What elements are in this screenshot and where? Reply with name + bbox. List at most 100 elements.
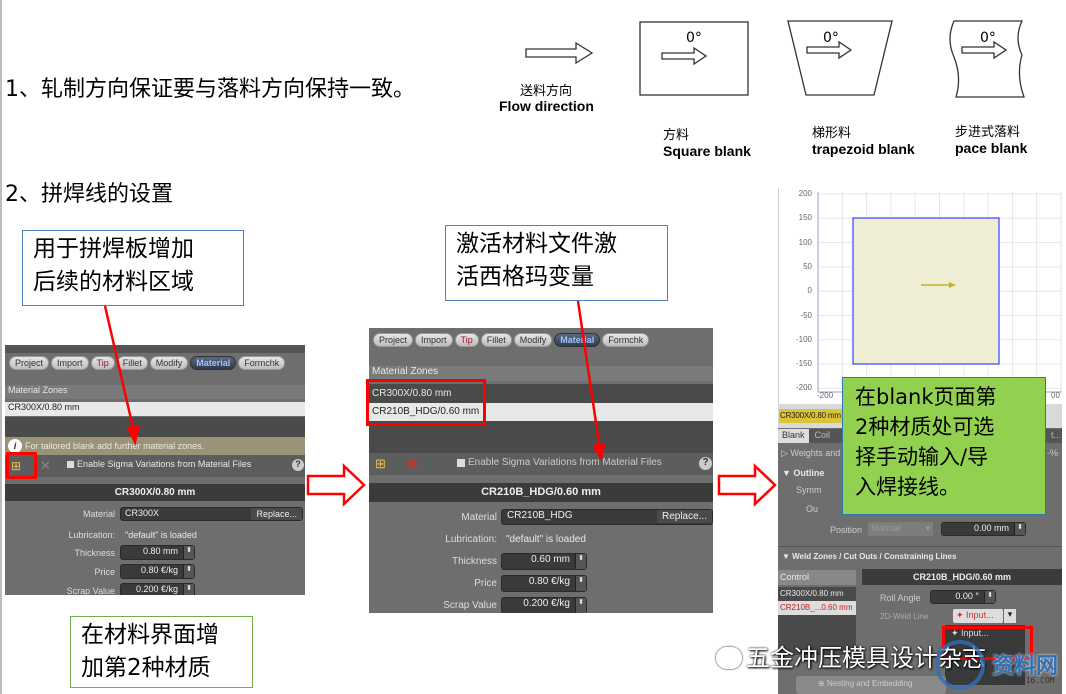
zone-item-selected[interactable]: CR210B_HDG/0.60 mm bbox=[369, 403, 713, 421]
weld-line-select[interactable]: ✦ Input... bbox=[953, 609, 1003, 623]
replace-button[interactable]: Replace... bbox=[656, 510, 712, 523]
spinner-icon[interactable]: ⬍ bbox=[183, 565, 194, 578]
price-field[interactable]: 0.80 €/kg⬍ bbox=[120, 564, 195, 579]
delete-zone-icon[interactable]: ✕ bbox=[40, 458, 51, 473]
nesting-button[interactable]: ⊕ Nesting and Embedding bbox=[796, 676, 946, 694]
scrap-label: Scrap Value bbox=[443, 600, 497, 611]
spinner-icon[interactable]: ⬍ bbox=[575, 554, 586, 569]
position-field[interactable]: 0.00 mm⬍ bbox=[941, 522, 1026, 536]
lubrication-label: Lubrication: bbox=[68, 530, 115, 540]
control-header: Control bbox=[778, 570, 856, 585]
spinner-icon[interactable]: ⬍ bbox=[575, 576, 586, 591]
tab-tip[interactable]: Tip bbox=[90, 356, 115, 370]
thickness-field[interactable]: 0.80 mm⬍ bbox=[120, 545, 195, 560]
zone-header: CR300X/0.80 mm bbox=[5, 484, 305, 501]
ou-label: Ou bbox=[806, 504, 819, 514]
spinner-icon[interactable]: ⬍ bbox=[575, 598, 586, 613]
spinner-icon[interactable]: ⬍ bbox=[183, 584, 194, 595]
trap-cn: 梯形料 bbox=[812, 126, 852, 141]
thickness-field[interactable]: 0.60 mm⬍ bbox=[501, 553, 587, 570]
material-field[interactable]: CR300X Replace... bbox=[120, 507, 303, 521]
callout-line: 活西格玛变量 bbox=[456, 264, 594, 290]
callout-line: 激活材料文件激 bbox=[456, 231, 617, 257]
y-tick: 0 bbox=[807, 286, 812, 296]
y-tick: -100 bbox=[795, 334, 812, 344]
tab-tip[interactable]: Tip bbox=[454, 333, 479, 347]
spinner-icon[interactable]: ⬍ bbox=[183, 546, 194, 559]
dropdown-icon[interactable]: ▾ bbox=[1004, 609, 1016, 623]
y-tick: -200 bbox=[795, 383, 812, 393]
tab-project[interactable]: Project bbox=[9, 356, 50, 370]
add-zone-icon[interactable]: ⊞ bbox=[375, 456, 386, 471]
y-tick: 100 bbox=[798, 237, 812, 247]
scrap-field[interactable]: 0.200 €/kg⬍ bbox=[501, 597, 587, 613]
material-panel-1: Project Import Tip Fillet Modify Materia… bbox=[5, 345, 305, 595]
square-blank-shape bbox=[639, 21, 749, 96]
trap-en: trapezoid blank bbox=[812, 141, 915, 157]
replace-button[interactable]: Replace... bbox=[251, 508, 302, 520]
spinner-icon[interactable]: ⬍ bbox=[1014, 523, 1025, 535]
tab-formchk[interactable]: Formchk bbox=[602, 333, 650, 347]
weights-section[interactable]: ▷ Weights and bbox=[781, 448, 841, 458]
highlight-zones bbox=[366, 379, 486, 426]
sigma-checkbox[interactable] bbox=[457, 459, 465, 467]
delete-zone-icon[interactable]: ✕ bbox=[406, 456, 419, 473]
tab-modify[interactable]: Modify bbox=[513, 333, 553, 347]
blank-plot bbox=[817, 192, 1062, 393]
scrap-value: 0.200 €/kg bbox=[135, 584, 178, 594]
tab-material[interactable]: Material bbox=[190, 356, 237, 370]
material-value: CR300X bbox=[125, 508, 160, 518]
trapezoid-arrow-icon bbox=[806, 40, 853, 60]
pace-en: pace blank bbox=[955, 140, 1028, 156]
tab-project[interactable]: Project bbox=[373, 333, 414, 347]
tab-modify[interactable]: Modify bbox=[149, 356, 189, 370]
weld-list-item-selected[interactable]: CR210B_...0.60 mm bbox=[778, 601, 856, 615]
zone-toolbar: ⊞ ✕ Enable Sigma Variations from Materia… bbox=[369, 453, 713, 475]
watermark-url: ZL.XS1616.COM bbox=[992, 676, 1055, 685]
add-zone-icon[interactable]: ⊞ bbox=[11, 459, 22, 473]
square-cn: 方料 bbox=[663, 128, 690, 143]
point-2: 2、拼焊线的设置 bbox=[5, 182, 173, 207]
tab-import[interactable]: Import bbox=[415, 333, 453, 347]
tab-fillet[interactable]: Fillet bbox=[116, 356, 148, 370]
menu-item-input[interactable]: ✦ Input... bbox=[951, 628, 989, 638]
roll-field[interactable]: 0.00 °⬍ bbox=[930, 590, 996, 604]
callout-line: 用于拼焊板增加 bbox=[33, 236, 194, 262]
tab-material[interactable]: Material bbox=[554, 333, 601, 347]
tab-blank[interactable]: Blank bbox=[778, 429, 809, 443]
lubrication-value: "default" is loaded bbox=[506, 534, 586, 545]
weld-section[interactable]: ▼ Weld Zones / Cut Outs / Constraining L… bbox=[782, 552, 957, 561]
tab-formchk[interactable]: Formchk bbox=[238, 356, 286, 370]
wechat-icon bbox=[716, 647, 742, 669]
zone-item[interactable]: CR300X/0.80 mm bbox=[369, 384, 713, 403]
help-icon[interactable]: ? bbox=[699, 457, 712, 470]
watermark-logo-icon bbox=[935, 640, 985, 690]
square-arrow-icon bbox=[661, 46, 708, 66]
outline-section[interactable]: ▼ Outline bbox=[782, 468, 825, 478]
zone-item[interactable]: CR300X/0.80 mm bbox=[5, 402, 305, 416]
y-tick: -150 bbox=[795, 359, 812, 369]
scrap-field[interactable]: 0.200 €/kg ⬍ bbox=[120, 583, 195, 595]
menu-item-label: Input... bbox=[961, 628, 989, 638]
help-icon[interactable]: ? bbox=[292, 459, 304, 471]
position-mode-select[interactable]: Manual▾ bbox=[868, 522, 933, 536]
tab-bar: Project Import Tip Fillet Modify Materia… bbox=[5, 356, 289, 370]
sigma-checkbox[interactable] bbox=[67, 461, 74, 468]
tab-more[interactable]: t... bbox=[1050, 430, 1061, 440]
tab-coil[interactable]: Coil bbox=[814, 430, 831, 440]
watermark-logo-text: 资料网 bbox=[992, 654, 1059, 679]
spinner-icon[interactable]: ⬍ bbox=[984, 591, 995, 603]
tab-fillet[interactable]: Fillet bbox=[480, 333, 512, 347]
lubrication-value: "default" is loaded bbox=[125, 530, 197, 540]
callout-line: 加第2种材质 bbox=[81, 655, 211, 681]
blank-outline bbox=[852, 217, 1000, 365]
tab-import[interactable]: Import bbox=[51, 356, 89, 370]
price-field[interactable]: 0.80 €/kg⬍ bbox=[501, 575, 587, 592]
material-label: Material bbox=[461, 512, 497, 523]
weld-list-item[interactable]: CR300X/0.80 mm bbox=[778, 587, 856, 601]
sigma-label: Enable Sigma Variations from Material Fi… bbox=[468, 457, 662, 468]
callout-line: 在blank页面第 bbox=[855, 385, 997, 409]
pace-arrow-icon bbox=[961, 40, 1008, 60]
